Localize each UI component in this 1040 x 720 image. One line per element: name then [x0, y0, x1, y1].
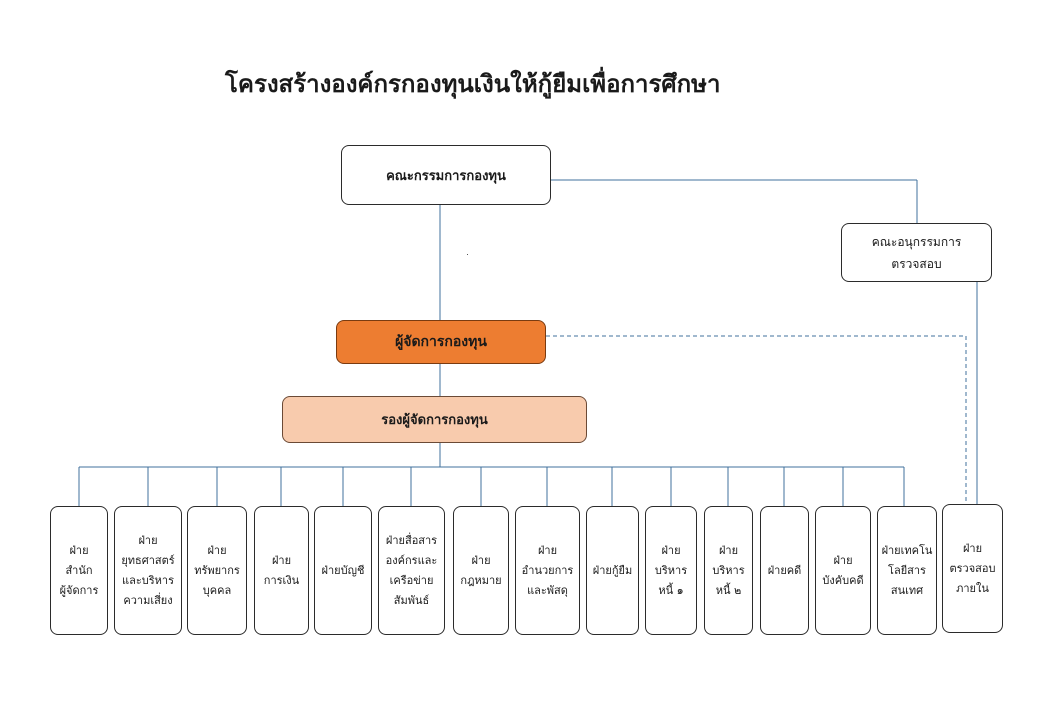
audit-subcommittee-box: คณะอนุกรรมการ ตรวจสอบ — [841, 223, 992, 282]
department-label: ฝ่ายสื่อสาร องค์กรและ เครือข่าย สัมพันธ์ — [385, 533, 438, 607]
department-box: ฝ่ายบัญชี — [314, 506, 372, 635]
department-label: ฝ่าย ยุทธศาสตร์ และบริหาร ความเสี่ยง — [121, 533, 175, 607]
deputy-manager-label: รองผู้จัดการกองทุน — [381, 413, 488, 428]
department-drop-lines — [78, 467, 905, 506]
department-label: ฝ่าย บริหาร หนี้ ๑ — [654, 543, 688, 597]
department-box: ฝ่ายกู้ยืม — [586, 506, 639, 635]
internal-audit-box: ฝ่าย ตรวจสอบ ภายใน — [942, 504, 1003, 633]
chart-title: โครงสร้างองค์กรกองทุนเงินให้กู้ยืมเพื่อก… — [225, 70, 721, 98]
board-label: คณะกรรมการกองทุน — [386, 168, 506, 184]
department-box: ฝ่าย การเงิน — [254, 506, 309, 635]
manager-to-audit-dashed-line — [546, 335, 967, 504]
department-label: ฝ่ายบัญชี — [321, 563, 365, 577]
board-box: คณะกรรมการกองทุน — [341, 145, 551, 205]
department-label: ฝ่ายเทคโน โลยีสาร สนเทศ — [881, 543, 933, 597]
department-box: ฝ่ายสื่อสาร องค์กรและ เครือข่าย สัมพันธ์ — [378, 506, 445, 635]
department-box: ฝ่าย กฎหมาย — [453, 506, 509, 635]
department-label: ฝ่าย บริหาร หนี้ ๒ — [712, 543, 745, 597]
department-label: ฝ่าย อำนวยการ และพัสดุ — [521, 543, 574, 597]
manager-box: ผู้จัดการกองทุน — [336, 320, 546, 364]
department-label: ฝ่ายคดี — [767, 563, 802, 577]
department-label: ฝ่าย ทรัพยากร บุคคล — [194, 543, 240, 597]
department-box: ฝ่าย บริหาร หนี้ ๒ — [704, 506, 753, 635]
department-label: ฝ่าย ตรวจสอบ ภายใน — [949, 541, 996, 595]
department-label: ฝ่าย กฎหมาย — [460, 553, 502, 587]
department-box: ฝ่าย สำนัก ผู้จัดการ — [50, 506, 108, 635]
department-box: ฝ่ายคดี — [760, 506, 809, 635]
audit-subcommittee-label: คณะอนุกรรมการ ตรวจสอบ — [871, 234, 962, 271]
stray-dot — [467, 254, 468, 255]
department-label: ฝ่าย สำนัก ผู้จัดการ — [59, 543, 99, 597]
deputy-manager-box: รองผู้จัดการกองทุน — [282, 396, 587, 443]
department-box: ฝ่าย ทรัพยากร บุคคล — [187, 506, 247, 635]
department-box: ฝ่ายเทคโน โลยีสาร สนเทศ — [877, 506, 937, 635]
department-box: ฝ่าย อำนวยการ และพัสดุ — [515, 506, 580, 635]
department-label: ฝ่าย การเงิน — [263, 553, 300, 587]
department-label: ฝ่าย บังคับคดี — [822, 553, 864, 587]
department-box: ฝ่าย บริหาร หนี้ ๑ — [645, 506, 697, 635]
department-box: ฝ่าย ยุทธศาสตร์ และบริหาร ความเสี่ยง — [114, 506, 182, 635]
department-box: ฝ่าย บังคับคดี — [815, 506, 871, 635]
department-label: ฝ่ายกู้ยืม — [592, 563, 633, 577]
manager-label: ผู้จัดการกองทุน — [395, 334, 487, 350]
